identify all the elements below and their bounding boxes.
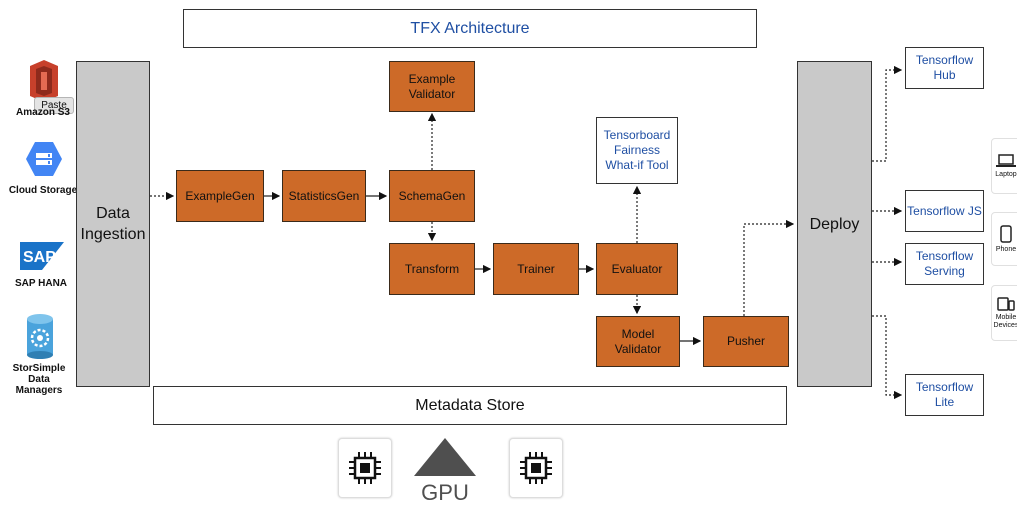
metadata-store-bar: Metadata Store <box>153 386 787 425</box>
tensorflow-lite-box: Tensorflow Lite <box>905 374 984 416</box>
cloud-storage-icon <box>25 140 63 178</box>
evaluator-box: Evaluator <box>596 243 678 295</box>
diagram-title: TFX Architecture <box>183 9 757 48</box>
svg-text:SAP: SAP <box>23 249 56 266</box>
pusher-box: Pusher <box>703 316 789 367</box>
sap-hana-label: SAP HANA <box>14 278 68 289</box>
paste-tooltip: Paste <box>34 97 74 114</box>
deploy-block: Deploy <box>797 61 872 387</box>
cpu-card-right <box>509 438 563 498</box>
example-gen-box: ExampleGen <box>176 170 264 222</box>
storsimple-label: StorSimple Data Managers <box>12 363 66 396</box>
laptop-label: Laptop <box>995 170 1017 178</box>
laptop-device: Laptop <box>991 138 1017 194</box>
storsimple-icon <box>26 313 54 359</box>
cpu-chip-icon <box>520 452 552 484</box>
mobile-devices-icon <box>997 296 1015 311</box>
tensorflow-js-box: Tensorflow JS <box>905 190 984 232</box>
cpu-card-left <box>338 438 392 498</box>
transform-box: Transform <box>389 243 475 295</box>
gpu-icon: GPU <box>412 438 478 505</box>
edge-pusher-deploy <box>743 219 795 316</box>
gpu-label: GPU <box>421 480 469 502</box>
phone-label: Phone <box>995 245 1017 253</box>
statistics-gen-box: StatisticsGen <box>282 170 366 222</box>
trainer-box: Trainer <box>493 243 579 295</box>
sap-logo-icon: SAP <box>20 242 64 270</box>
schema-gen-box: SchemaGen <box>389 170 475 222</box>
amazon-s3-icon <box>24 60 64 102</box>
amazon-s3-label: Amazon S3 <box>16 107 70 118</box>
model-validator-box: Model Validator <box>596 316 680 367</box>
tensorboard-box: Tensorboard Fairness What-if Tool <box>596 117 678 184</box>
example-validator-box: Example Validator <box>389 61 475 112</box>
cloud-storage-label: Cloud Storage <box>8 185 78 196</box>
edge-deploy-lite <box>872 315 903 400</box>
mobile-devices-label: Mobile Devices <box>993 313 1017 329</box>
tensorflow-serving-box: Tensorflow Serving <box>905 243 984 285</box>
laptop-icon <box>996 153 1016 167</box>
phone-device: Phone <box>991 212 1017 266</box>
phone-icon <box>1000 224 1012 243</box>
edge-deploy-hub <box>872 65 903 162</box>
cpu-chip-icon <box>349 452 381 484</box>
tensorflow-hub-box: Tensorflow Hub <box>905 47 984 89</box>
mobile-devices-device: Mobile Devices <box>991 285 1017 341</box>
data-ingestion-block: Data Ingestion <box>76 61 150 387</box>
